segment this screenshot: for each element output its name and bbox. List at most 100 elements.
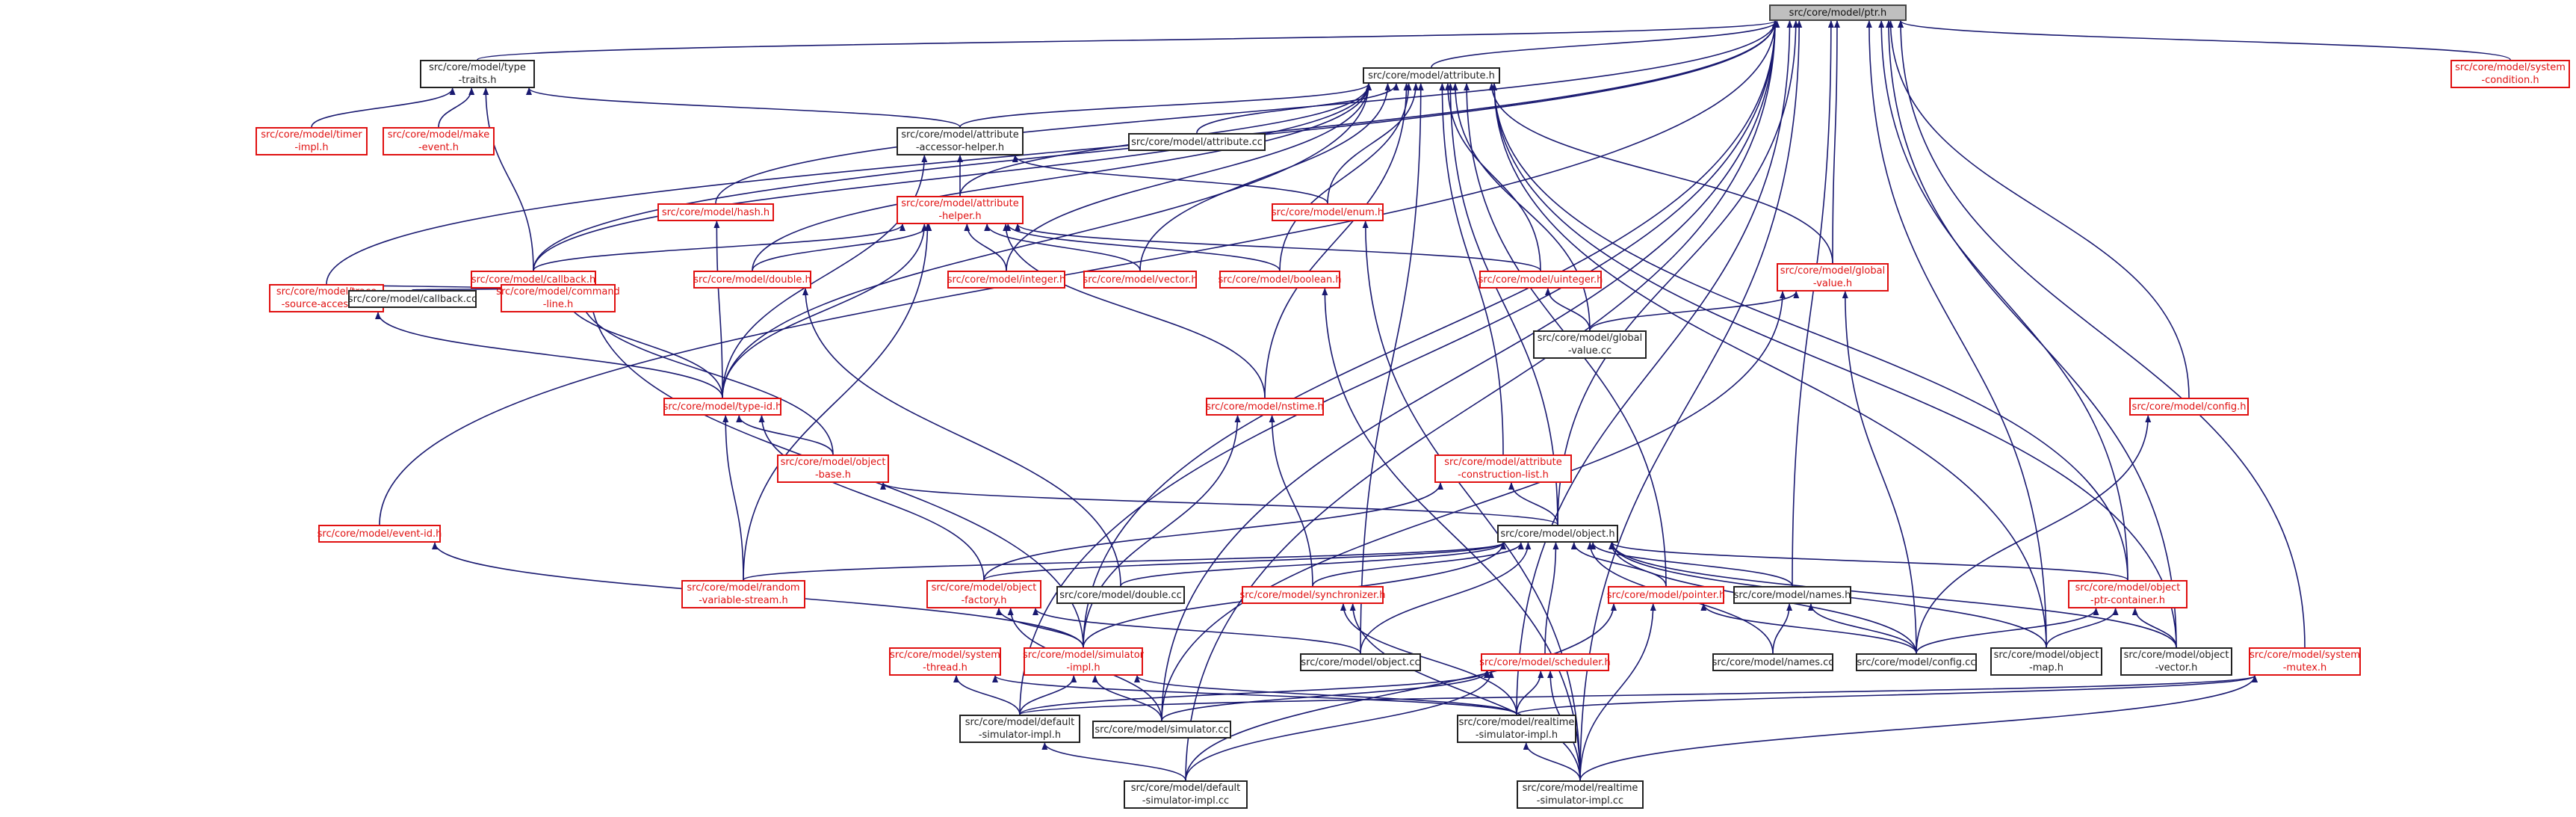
node-label: src/core/model/default-simulator-impl.cc <box>1130 783 1241 807</box>
edge-object-cc-to-object-h <box>1360 542 1532 654</box>
node-enum[interactable]: src/core/model/enum.h <box>1272 203 1384 221</box>
node-label: src/core/model/ptr.h <box>1789 7 1887 19</box>
edge-make-event-to-type-traits <box>438 87 475 128</box>
node-label: src/core/model/scheduler.h <box>1479 656 1611 668</box>
node-attribute-construction-list[interactable]: src/core/model/attribute-construction-li… <box>1434 454 1572 483</box>
node-event-id[interactable]: src/core/model/event-id.h <box>317 525 442 543</box>
edge-names-cc-to-names-h <box>1772 603 1793 654</box>
node-uinteger[interactable]: src/core/model/uinteger.h <box>1479 271 1603 289</box>
node-config-h[interactable]: src/core/model/config.h <box>2129 398 2249 416</box>
node-realtime-simulator-impl-cc[interactable]: src/core/model/realtime-simulator-impl.c… <box>1517 780 1644 809</box>
edge-realtime-simulator-impl-cc-to-realtime-simulator-impl-h <box>1523 742 1581 781</box>
node-object-h[interactable]: src/core/model/object.h <box>1497 525 1618 543</box>
edge-timer-impl-to-type-traits <box>311 87 456 128</box>
edge-object-factory-to-attribute-construction-list <box>983 482 1443 581</box>
edge-simulator-cc-to-simulator-impl <box>1092 675 1162 721</box>
edge-double-to-attribute-helper <box>752 223 932 271</box>
edge-random-variable-stream-to-object-h <box>743 542 1506 581</box>
node-label: src/core/model/attribute-accessor-helper… <box>901 129 1019 153</box>
node-label: src/core/model/object-map.h <box>1993 650 2099 673</box>
node-type-id[interactable]: src/core/model/type-id.h <box>663 398 781 416</box>
edge-object-vector-to-attribute <box>1491 83 2177 648</box>
node-ptr[interactable]: src/core/model/ptr.h <box>1769 4 1907 21</box>
node-callback-cc[interactable]: src/core/model/callback.cc <box>348 290 477 308</box>
node-realtime-simulator-impl-h[interactable]: src/core/model/realtime-simulator-impl.h <box>1457 715 1576 743</box>
edge-object-vector-to-object-h <box>1609 542 2177 648</box>
node-random-variable-stream[interactable]: src/core/model/random-variable-stream.h <box>681 580 805 608</box>
node-object-vector[interactable]: src/core/model/object-vector.h <box>2120 647 2232 676</box>
node-system-thread[interactable]: src/core/model/system-thread.h <box>889 647 1001 676</box>
edge-object-ptr-container-to-ptr <box>1878 20 2128 581</box>
node-synchronizer[interactable]: src/core/model/synchronizer.h <box>1239 586 1386 604</box>
node-system-mutex[interactable]: src/core/model/system-mutex.h <box>2249 647 2361 676</box>
edge-object-vector-to-ptr <box>1885 20 2177 648</box>
node-attribute-accessor-helper[interactable]: src/core/model/attribute-accessor-helper… <box>897 127 1024 155</box>
edge-object-factory-to-type-id <box>758 415 985 581</box>
edge-double-cc-to-double <box>802 288 1121 587</box>
node-default-simulator-impl-cc[interactable]: src/core/model/default-simulator-impl.cc <box>1124 780 1248 809</box>
node-default-simulator-impl-h[interactable]: src/core/model/default-simulator-impl.h <box>959 715 1080 743</box>
node-global-value[interactable]: src/core/model/global-value.h <box>1777 263 1889 292</box>
node-object-factory[interactable]: src/core/model/object-factory.h <box>926 580 1041 608</box>
node-label: src/core/model/system-mutex.h <box>2250 650 2360 673</box>
node-make-event[interactable]: src/core/model/make-event.h <box>383 127 495 155</box>
edge-object-map-to-attribute <box>1491 83 2047 648</box>
node-attribute[interactable]: src/core/model/attribute.h <box>1363 67 1500 84</box>
edge-realtime-simulator-impl-h-to-system-mutex <box>1516 675 2258 715</box>
node-label: src/core/model/pointer.h <box>1606 589 1726 601</box>
node-label: src/core/model/global-value.h <box>1780 265 1886 289</box>
node-object-map[interactable]: src/core/model/object-map.h <box>1990 647 2102 676</box>
edge-type-id-to-trace-source-accessor <box>375 312 723 398</box>
node-names-cc[interactable]: src/core/model/names.cc <box>1712 653 1833 671</box>
edge-synchronizer-to-object-h <box>1312 542 1524 587</box>
node-label: src/core/model/synchronizer.h <box>1239 589 1386 601</box>
node-vector[interactable]: src/core/model/vector.h <box>1083 271 1198 289</box>
node-label: src/core/model/enum.h <box>1271 206 1384 218</box>
node-attribute-cc[interactable]: src/core/model/attribute.cc <box>1128 133 1266 151</box>
node-nstime[interactable]: src/core/model/nstime.h <box>1206 398 1324 416</box>
edge-simulator-cc-to-scheduler <box>1161 670 1490 721</box>
node-label: src/core/model/global-value.cc <box>1537 333 1643 357</box>
node-names-h[interactable]: src/core/model/names.h <box>1733 586 1851 604</box>
node-object-cc[interactable]: src/core/model/object.cc <box>1300 653 1421 671</box>
edge-names-h-to-object-h <box>1590 542 1793 587</box>
node-label: src/core/model/event-id.h <box>317 528 442 540</box>
node-command-line[interactable]: src/core/model/command-line.h <box>496 284 620 312</box>
edge-type-id-to-hash <box>713 221 723 398</box>
edge-global-value-cc-to-global-value <box>1589 291 1800 331</box>
node-global-value-cc[interactable]: src/core/model/global-value.cc <box>1533 330 1647 359</box>
edge-vector-to-attribute-helper <box>984 223 1141 271</box>
node-label: src/core/model/make-event.h <box>387 129 490 153</box>
node-object-base[interactable]: src/core/model/object-base.h <box>777 454 889 483</box>
node-double[interactable]: src/core/model/double.h <box>693 271 811 289</box>
node-simulator-cc[interactable]: src/core/model/simulator.cc <box>1092 721 1231 739</box>
node-timer-impl[interactable]: src/core/model/timer-impl.h <box>256 127 368 155</box>
node-object-ptr-container[interactable]: src/core/model/object-ptr-container.h <box>2068 580 2188 608</box>
node-double-cc[interactable]: src/core/model/double.cc <box>1056 586 1185 604</box>
node-scheduler[interactable]: src/core/model/scheduler.h <box>1479 653 1611 671</box>
node-label: src/core/model/hash.h <box>661 206 770 218</box>
node-label: src/core/model/nstime.h <box>1206 401 1324 413</box>
node-label: src/core/model/attribute.cc <box>1131 136 1263 148</box>
node-config-cc[interactable]: src/core/model/config.cc <box>1856 653 1977 671</box>
node-label: src/core/model/type-id.h <box>663 401 782 413</box>
edge-realtime-simulator-impl-cc-to-pointer <box>1579 603 1656 781</box>
node-label: src/core/model/realtime-simulator-impl.c… <box>1522 783 1638 807</box>
edge-random-variable-stream-to-attribute-helper <box>743 223 931 581</box>
edge-object-base-to-callback <box>575 288 834 455</box>
node-integer[interactable]: src/core/model/integer.h <box>947 271 1065 289</box>
edge-default-simulator-impl-h-to-simulator-impl <box>1019 675 1077 715</box>
node-label: src/core/model/vector.h <box>1083 274 1198 286</box>
node-hash[interactable]: src/core/model/hash.h <box>657 203 774 221</box>
edge-object-vector-to-object-ptr-container <box>2131 608 2177 648</box>
node-pointer[interactable]: src/core/model/pointer.h <box>1606 586 1726 604</box>
node-type-traits[interactable]: src/core/model/type-traits.h <box>420 60 535 88</box>
edge-global-value-cc-to-uinteger <box>1544 288 1591 331</box>
node-system-condition[interactable]: src/core/model/system-condition.h <box>2450 60 2570 88</box>
node-label: src/core/model/system-condition.h <box>2455 62 2566 86</box>
node-boolean[interactable]: src/core/model/boolean.h <box>1218 271 1342 289</box>
node-simulator-impl[interactable]: src/core/model/simulator-impl.h <box>1023 647 1144 676</box>
node-attribute-helper[interactable]: src/core/model/attribute-helper.h <box>897 196 1024 224</box>
